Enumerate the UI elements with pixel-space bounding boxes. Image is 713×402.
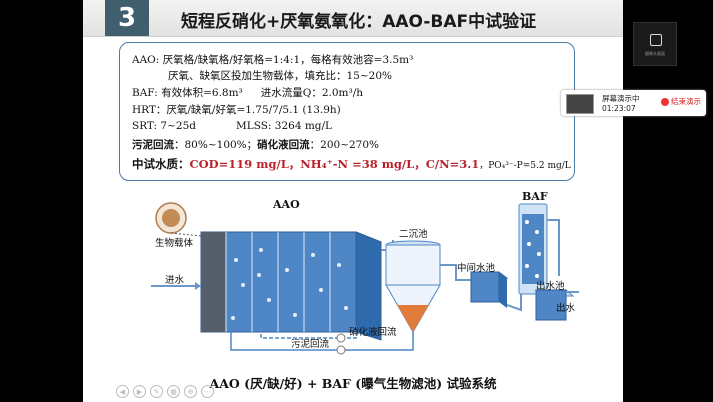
aao-ratio: : 厌氧格/缺氧格/好氧格=1:4:1，每格有效池容=3.5m³ <box>155 54 414 66</box>
sludge-return-label-diagram: 污泥回流 <box>291 339 330 350</box>
mid-to-baf-pipe <box>506 290 522 312</box>
baf-bubbles <box>525 220 541 278</box>
outflow-label: 出水 <box>556 303 576 314</box>
process-diagram: 生物载体 AAO 进水 二沉池 中间水池 BAF 出水池 出水 硝化液回流 污泥… <box>141 190 581 370</box>
section-number: 3 <box>105 0 149 36</box>
return-line: 污泥回流：80%~100%；硝化液回流：200~270% <box>132 137 379 152</box>
sludge-return-line <box>230 320 414 351</box>
water-quality-line: 中试水质：COD=119 mg/L，NH₄⁺-N =38 mg/L，C/N=3.… <box>132 156 571 172</box>
mlss-value: MLSS: 3264 mg/L <box>235 120 333 132</box>
screen-share-panel: 屏幕演示中 01:23:07 结束演示 <box>561 90 706 116</box>
carrier-label: 生物载体 <box>155 238 194 249</box>
baf-volume: BAF: 有效体积=6.8m³ <box>132 87 243 99</box>
zoom-icon[interactable]: ⊕ <box>184 385 197 398</box>
out-tank-front <box>535 289 567 321</box>
nh4-value: NH₄⁺-N =38 mg/L， <box>300 157 426 171</box>
aao-ratio-line: AAO: 厌氧格/缺氧格/好氧格=1:4:1，每格有效池容=3.5m³ <box>132 52 413 67</box>
aao-tank-side <box>355 231 382 341</box>
inflow-rate: 进水流量Q：2.0m³/h <box>260 87 364 99</box>
inflow-arrow <box>195 282 201 290</box>
mid-tank-side <box>499 272 507 308</box>
presentation-slide: 3 短程反硝化+厌氧氨氧化：AAO-BAF中试验证 AAO: 厌氧格/缺氧格/好… <box>83 0 623 402</box>
grid-icon[interactable]: ▦ <box>167 385 180 398</box>
aao-carrier-line: 厌氧、缺氧区投加生物载体，填充比：15~20% <box>168 70 392 82</box>
clarifier-to-mid-pipe <box>440 264 471 281</box>
slide-caption: AAO (厌/缺/好) + BAF (曝气生物滤池) 试验系统 <box>209 376 497 391</box>
baf-to-out-pipe <box>547 219 560 276</box>
pen-icon[interactable]: ✎ <box>150 385 163 398</box>
parameter-box: AAO: 厌氧格/缺氧格/好氧格=1:4:1，每格有效池容=3.5m³ 厌氧、缺… <box>119 42 575 181</box>
stop-share-button[interactable]: 结束演示 <box>661 96 701 107</box>
out-tank-label: 出水池 <box>536 281 565 292</box>
share-timer: 01:23:07 <box>602 104 636 113</box>
hrt-line: HRT：厌氧/缺氧/好氧=1.75/7/5.1 (13.9h) <box>132 104 341 116</box>
srt-line: SRT: 7~25d MLSS: 3264 mg/L <box>132 120 332 132</box>
stop-icon <box>661 98 669 106</box>
carrier-pointer <box>170 232 202 237</box>
slideshow-toolbar: ◀ ▶ ✎ ▦ ⊕ ⋯ <box>116 385 214 398</box>
po4-value: ，PO₄³⁻-P=5.2 mg/L <box>479 161 571 171</box>
baf-media <box>522 214 544 284</box>
share-status: 屏幕演示中 <box>602 94 640 103</box>
aao-diagram-label: AAO <box>273 198 300 211</box>
more-icon[interactable]: ⋯ <box>201 385 214 398</box>
slide-title: 短程反硝化+厌氧氨氧化：AAO-BAF中试验证 <box>181 12 537 32</box>
carrier-icon-core <box>162 209 180 227</box>
quality-label: 中试水质： <box>132 157 190 171</box>
clarifier-body <box>385 244 441 286</box>
nitrate-return-label: 硝化液回流 <box>257 139 310 151</box>
clarifier-label: 二沉池 <box>399 229 428 240</box>
aao-bubbles <box>231 248 348 320</box>
nitrate-return-value: ：200~270% <box>309 139 380 151</box>
share-thumbnail <box>566 94 594 114</box>
process-diagram-svg <box>151 202 579 355</box>
mid-tank-front <box>470 271 500 303</box>
clarifier-sludge <box>397 305 429 332</box>
nitrate-return-label-diagram: 硝化液回流 <box>349 327 397 338</box>
baf-volume-line: BAF: 有效体积=6.8m³ 进水流量Q：2.0m³/h <box>132 85 363 100</box>
sludge-pump-icon <box>336 345 346 355</box>
stop-share-label: 结束演示 <box>671 97 701 106</box>
title-bar: 3 短程反硝化+厌氧氨氧化：AAO-BAF中试验证 <box>83 0 623 37</box>
previous-icon[interactable]: ◀ <box>116 385 129 398</box>
camera-icon <box>650 34 662 46</box>
mid-tank-label: 中间水池 <box>457 263 496 274</box>
cn-ratio: C/N=3.1 <box>425 157 480 171</box>
aerator-row <box>233 216 333 230</box>
nitrate-return-line <box>260 318 357 339</box>
inflow-label: 进水 <box>165 275 185 286</box>
srt-value: SRT: 7~25d <box>132 120 196 132</box>
sludge-return-label: 污泥回流 <box>132 139 174 151</box>
aao-anaerobic-cell <box>201 232 226 332</box>
baf-diagram-label: BAF <box>522 190 548 203</box>
nitrate-pump-icon <box>336 333 346 343</box>
cod-value: COD=119 mg/L， <box>189 157 301 171</box>
aao-label: AAO <box>132 54 156 66</box>
sludge-return-value: ：80%~100%； <box>174 139 258 151</box>
camera-preview[interactable]: 摄像头画面 <box>633 22 677 66</box>
camera-label: 摄像头画面 <box>645 51 665 56</box>
next-icon[interactable]: ▶ <box>133 385 146 398</box>
